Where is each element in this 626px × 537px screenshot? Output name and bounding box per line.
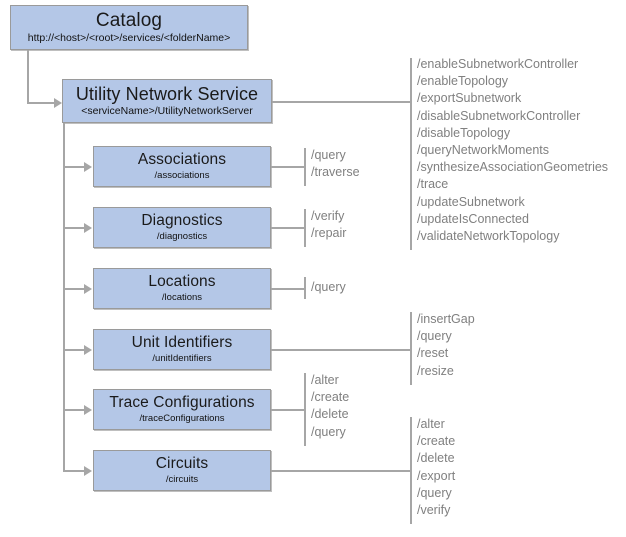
oplist-unit-identifiers: /insertGap/query/reset/resize <box>417 311 475 380</box>
oplist-service: /enableSubnetworkController/enableTopolo… <box>417 56 608 245</box>
node-unit-identifiers-title: Unit Identifiers <box>131 333 233 351</box>
operation-label: /synthesizeAssociationGeometries <box>417 160 609 175</box>
operation-label: /query <box>311 148 346 162</box>
connector-branch-1 <box>63 166 85 168</box>
connector-circuits-ops <box>271 470 411 472</box>
node-locations-title: Locations <box>148 272 216 290</box>
ops-bar-diagnostics <box>304 209 306 247</box>
operation-label: /validateNetworkTopology <box>417 229 560 244</box>
node-locations-path: /locations <box>161 292 203 304</box>
ops-bar-unit-identifiers <box>410 312 412 385</box>
node-catalog[interactable]: Catalog http://<host>/<root>/services/<f… <box>10 5 248 50</box>
connector-locations-ops <box>271 288 305 290</box>
node-circuits[interactable]: Circuits /circuits <box>93 450 271 491</box>
node-utility-network-service[interactable]: Utility Network Service <serviceName>/Ut… <box>62 79 272 123</box>
node-unit-identifiers[interactable]: Unit Identifiers /unitIdentifiers <box>93 329 271 370</box>
node-associations-title: Associations <box>137 150 227 168</box>
operation-label: /traverse <box>311 165 360 180</box>
operation-label: /repair <box>311 226 347 241</box>
ops-bar-trace-configurations <box>304 373 306 446</box>
connector-branch-6 <box>63 470 85 472</box>
connector-unit-identifiers-ops <box>271 349 411 351</box>
connector-branch-1-arrowhead <box>84 162 92 172</box>
node-trace-configurations[interactable]: Trace Configurations /traceConfiguration… <box>93 389 271 430</box>
ops-bar-circuits <box>410 417 412 524</box>
node-diagnostics[interactable]: Diagnostics /diagnostics <box>93 207 271 248</box>
oplist-associations: /query/traverse <box>311 147 360 181</box>
node-catalog-title: Catalog <box>95 9 163 31</box>
operation-label: /updateIsConnected <box>417 211 529 226</box>
operation-label: /create <box>417 434 456 449</box>
node-unit-identifiers-path: /unitIdentifiers <box>152 353 212 365</box>
ops-bar-locations <box>304 277 306 299</box>
connector-diagnostics-ops <box>271 227 305 229</box>
oplist-circuits: /alter/create/delete/export/query/verify <box>417 416 455 519</box>
operation-label: /trace <box>417 177 449 192</box>
ops-bar-associations <box>304 148 306 186</box>
operation-label: /query <box>417 329 452 344</box>
operation-label: /verify <box>417 503 451 518</box>
connector-branch-2 <box>63 227 85 229</box>
operation-label: /delete <box>417 451 455 466</box>
ops-bar-service <box>410 58 412 250</box>
operation-label: /export <box>417 468 456 483</box>
connector-branch-6-arrowhead <box>84 466 92 476</box>
node-circuits-path: /circuits <box>165 474 199 486</box>
operation-label: /enableTopology <box>417 74 509 89</box>
oplist-diagnostics: /verify/repair <box>311 208 346 242</box>
operation-label: /exportSubnetwork <box>417 91 522 106</box>
operation-label: /updateSubnetwork <box>417 194 525 209</box>
node-locations[interactable]: Locations /locations <box>93 268 271 309</box>
connector-trace-configurations-ops <box>271 409 305 411</box>
node-diagnostics-title: Diagnostics <box>141 211 223 229</box>
oplist-trace-configurations: /alter/create/delete/query <box>311 372 349 441</box>
operation-label: /reset <box>417 346 449 361</box>
operation-label: /insertGap <box>417 312 475 326</box>
connector-branch-5-arrowhead <box>84 405 92 415</box>
connector-branch-3-arrowhead <box>84 284 92 294</box>
node-catalog-path: http://<host>/<root>/services/<folderNam… <box>27 32 231 45</box>
node-trace-configurations-title: Trace Configurations <box>109 393 255 411</box>
operation-label: /query <box>417 485 452 500</box>
operation-label: /delete <box>311 407 349 422</box>
operation-label: /disableSubnetworkController <box>417 108 581 123</box>
operation-label: /query <box>311 424 346 439</box>
connector-service-ops-horizontal <box>272 101 411 103</box>
operation-label: /resize <box>417 363 454 378</box>
connector-associations-ops <box>271 166 305 168</box>
connector-catalog-vertical <box>27 50 29 103</box>
node-diagnostics-path: /diagnostics <box>156 231 208 243</box>
operation-label: /disableTopology <box>417 125 511 140</box>
connector-branch-3 <box>63 288 85 290</box>
node-trace-configurations-path: /traceConfigurations <box>139 413 225 425</box>
node-associations[interactable]: Associations /associations <box>93 146 271 187</box>
connector-branch-5 <box>63 409 85 411</box>
node-service-path: <serviceName>/UtilityNetworkServer <box>81 105 253 118</box>
connector-branch-4 <box>63 349 85 351</box>
operation-label: /verify <box>311 209 345 223</box>
connector-catalog-arrowhead <box>54 98 62 108</box>
operation-label: /query <box>311 280 346 294</box>
oplist-locations: /query <box>311 279 346 296</box>
connector-trunk-vertical <box>63 123 65 471</box>
node-associations-path: /associations <box>154 170 210 182</box>
operation-label: /enableSubnetworkController <box>417 57 579 71</box>
node-circuits-title: Circuits <box>155 454 209 472</box>
connector-catalog-horizontal <box>27 102 55 104</box>
connector-branch-4-arrowhead <box>84 345 92 355</box>
connector-branch-2-arrowhead <box>84 223 92 233</box>
operation-label: /queryNetworkMoments <box>417 143 549 158</box>
node-service-title: Utility Network Service <box>75 83 259 104</box>
operation-label: /create <box>311 390 350 405</box>
operation-label: /alter <box>417 417 445 431</box>
operation-label: /alter <box>311 373 339 387</box>
